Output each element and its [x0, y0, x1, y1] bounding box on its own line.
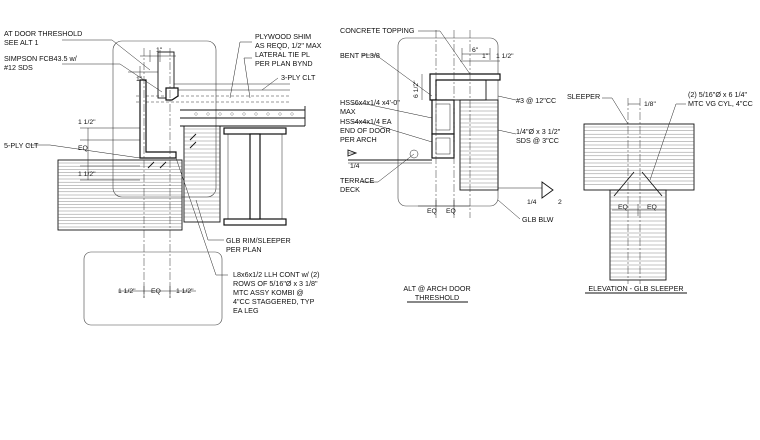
hss6x4-tube — [431, 99, 455, 135]
dim-bot-left: 1 1/2" — [118, 288, 136, 295]
note-hss6: HSS6x4x1/4 x4'-0"MAX — [340, 98, 400, 116]
note-rebar: #3 @ 12"CC — [516, 96, 556, 105]
clt-5ply-panel — [57, 159, 183, 231]
note-3ply-clt: 3-PLY CLT — [281, 73, 316, 82]
note-bent-plate: BENT PL3/8 — [340, 51, 380, 60]
dim-side: 1" — [136, 76, 143, 83]
dim-eighth: 1/8" — [644, 101, 656, 108]
dim-eq-2: EQ — [647, 204, 657, 211]
glb-below — [459, 99, 499, 191]
dim-eq-1: EQ — [618, 204, 628, 211]
leader-lines — [28, 39, 279, 276]
glb-rim-sleeper — [223, 127, 287, 226]
leader-lines — [352, 30, 521, 220]
note-angle: L8x6x1/2 LLH CONT w/ (2)ROWS OF 5/16"Ø x… — [233, 270, 320, 315]
glb-sleeper-elevation: EQ EQ 1/8" SLEEPER (2) 5/16"Ø x 6 1/4"MT… — [567, 90, 753, 294]
sleeper-beam — [583, 123, 695, 191]
dim-vert: 6 1/2" — [413, 80, 420, 98]
dim-half: 1 1/2" — [496, 53, 514, 60]
kombi-screw — [189, 141, 197, 149]
glb-post — [609, 189, 667, 281]
slope-number: 2 — [558, 199, 562, 206]
clt-mark — [230, 112, 234, 116]
clt-mark — [218, 112, 222, 116]
slope-right: 1/4 — [527, 199, 537, 206]
dimension-marks: 1" 1" 1 1/2" EQ 1 1/2" 1 1/2" EQ 1 1/2" — [78, 47, 196, 298]
clt-mark — [242, 112, 246, 116]
clt-mark — [254, 112, 258, 116]
arch-door-alt-detail: 6" 1" 1 1/2" 6 1/2" EQ EQ 1/4 1/4 2 — [340, 26, 562, 303]
note-5ply-clt: 5-PLY CLT — [4, 141, 39, 150]
dim-eq-v: EQ — [78, 145, 88, 152]
note-vg-screws: (2) 5/16"Ø x 6 1/4"MTC VG CYL, 4"CC — [688, 90, 753, 108]
bent-plate — [429, 73, 501, 101]
dim-eq-1: EQ — [427, 208, 437, 215]
clt-mark — [266, 112, 270, 116]
note-sleeper: SLEEPER — [567, 92, 600, 101]
clt-mark — [206, 112, 210, 116]
rebar-circle — [409, 149, 419, 159]
note-glb-below: GLB BLW — [522, 215, 554, 224]
glb-block — [183, 125, 221, 223]
note-sds-screws: 1/4"Ø x 3 1/2"SDS @ 3"CC — [516, 127, 561, 145]
detail-boundary — [83, 251, 223, 326]
dim-vert-b: 1 1/2" — [78, 171, 96, 178]
detail-boundary — [112, 40, 217, 198]
dim-eq-2: EQ — [446, 208, 456, 215]
hss4x4-tube — [431, 133, 455, 159]
dim-bot-right: 1 1/2" — [176, 288, 194, 295]
dim-bot-eq: EQ — [151, 288, 161, 295]
kombi-screw — [189, 133, 197, 141]
dim-top: 1" — [156, 47, 163, 54]
clt-mark — [194, 112, 198, 116]
concrete-topping — [435, 79, 487, 101]
note-concrete-topping: CONCRETE TOPPING — [340, 26, 415, 35]
vg-screw — [613, 171, 635, 197]
note-simpson: SIMPSON FCB43.5 w/#12 SDS — [4, 54, 77, 72]
clt-3ply-panel — [180, 106, 306, 127]
kombi-screws — [147, 133, 197, 169]
threshold-detail: 1" 1" 1 1/2" EQ 1 1/2" 1 1/2" EQ 1 1/2" — [4, 29, 322, 326]
detail-title: ELEVATION - GLB SLEEPER — [588, 284, 683, 293]
vg-screw — [641, 171, 663, 197]
kombi-screw — [159, 161, 167, 169]
leader-line — [602, 97, 629, 125]
dim-six: 6" — [472, 47, 479, 54]
simpson-fcb-bracket — [165, 87, 179, 101]
kombi-screw — [147, 161, 155, 169]
dim-vert-a: 1 1/2" — [78, 119, 96, 126]
clt-mark — [278, 112, 282, 116]
slope-left: 1/4 — [350, 163, 360, 170]
dim-one: 1" — [482, 53, 489, 60]
leader-line — [649, 103, 686, 181]
dimension-marks: 6" 1" 1 1/2" 6 1/2" EQ EQ 1/4 1/4 2 — [347, 47, 562, 215]
clt-mark — [290, 112, 294, 116]
